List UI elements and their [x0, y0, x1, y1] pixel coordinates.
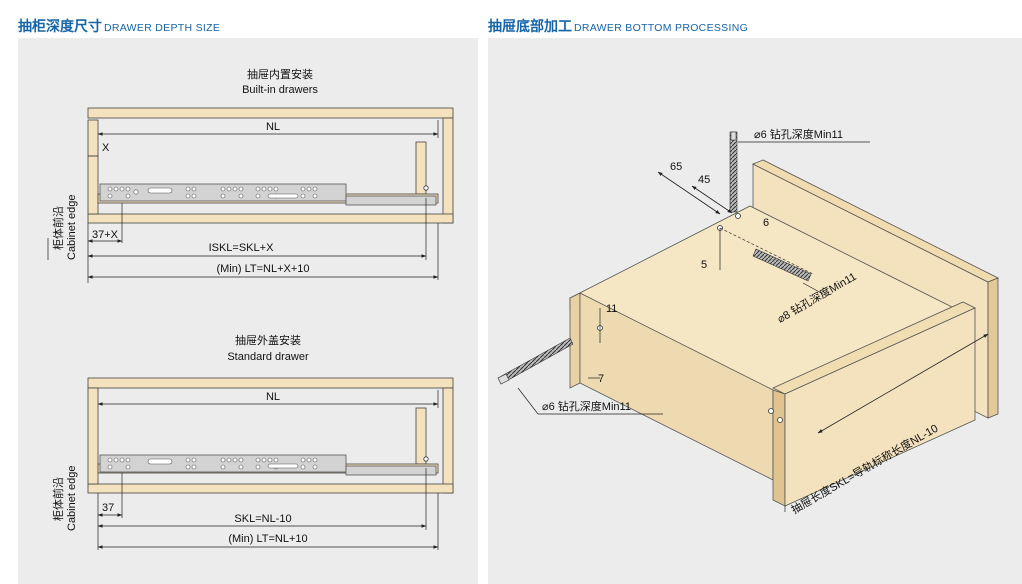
section-header-depth: 抽柜深度尺寸 DRAWER DEPTH SIZE: [18, 16, 220, 38]
section-title-cn: 抽柜深度尺寸: [18, 18, 102, 34]
cabinet-side: [87, 387, 99, 485]
standard-skl-label: SKL=NL-10: [234, 513, 291, 525]
dim-5-label: 5: [701, 259, 707, 271]
dim-45-line: [691, 185, 733, 214]
drill-holes: [597, 213, 783, 423]
standard-title-cn: 抽屉外盖安装: [235, 333, 301, 347]
section-header-bottom: 抽屉底部加工 DRAWER BOTTOM PROCESSING: [488, 16, 748, 38]
builtin-drawer-diagram: 抽屉内置安装 Built-in drawers N: [47, 67, 454, 283]
builtin-edge-cn: 柜体前沿: [51, 206, 65, 250]
standard-edge-en: Cabinet edge: [66, 466, 78, 531]
cabinet-bottom: [87, 213, 454, 224]
rail-hook: [423, 456, 429, 462]
standard-edge-cn: 柜体前沿: [51, 477, 65, 521]
rail-holes: [107, 186, 318, 199]
section-title-en: DRAWER DEPTH SIZE: [104, 22, 221, 34]
cabinet-top: [87, 377, 454, 389]
dim-65-label: 65: [670, 161, 682, 173]
drill-bits: [497, 131, 812, 385]
section-title-en: DRAWER BOTTOM PROCESSING: [574, 22, 749, 34]
standard-drawer-diagram: 抽屉外盖安装 Standard drawer NL: [51, 333, 454, 550]
dim-11-label: 11: [606, 303, 617, 315]
builtin-x-label: X: [102, 142, 110, 154]
builtin-title-cn: 抽屉内置安装: [247, 67, 313, 81]
builtin-lt-label: (Min) LT=NL+X+10: [216, 263, 309, 275]
section-title-cn: 抽屉底部加工: [488, 18, 572, 34]
builtin-offset-label: 37+X: [92, 229, 119, 241]
depth-diagram: 抽屉内置安装 Built-in drawers N: [47, 67, 454, 550]
drawer-front: [87, 119, 99, 215]
hole-left-leader: [517, 387, 539, 415]
guide-dash-line: [719, 227, 814, 275]
dim-7-label: 7: [598, 373, 604, 385]
hole-top-label: ⌀6 钻孔深度Min11: [754, 127, 843, 141]
dim-65-line: [657, 171, 721, 215]
dim-45-label: 45: [698, 174, 710, 186]
cabinet-back: [442, 387, 454, 494]
standard-lt-label: (Min) LT=NL+10: [228, 533, 307, 545]
cabinet-back: [442, 117, 454, 224]
builtin-nl-label: NL: [266, 121, 280, 133]
cabinet-bottom: [87, 483, 454, 494]
drawer-bottom-panel: 65 45 6 5 11 7 ⌀6 钻孔深度Min11 ⌀8 钻孔深度Min11…: [488, 38, 1022, 584]
standard-title-en: Standard drawer: [227, 351, 309, 363]
standard-nl-label: NL: [266, 391, 280, 403]
builtin-title-en: Built-in drawers: [242, 84, 318, 96]
rail-extension: [345, 195, 437, 206]
builtin-edge-en: Cabinet edge: [66, 195, 78, 260]
cabinet-top: [87, 107, 454, 119]
rail-extension: [345, 465, 437, 476]
dim-6-label: 6: [763, 217, 769, 229]
bottom-processing-diagram: 65 45 6 5 11 7 ⌀6 钻孔深度Min11 ⌀8 钻孔深度Min11…: [497, 127, 999, 517]
standard-offset-label: 37: [102, 502, 114, 514]
hole-mid-leader: [802, 282, 824, 295]
rail-holes: [107, 457, 318, 470]
rail-hook: [423, 185, 429, 191]
length-dim-line: [817, 333, 989, 434]
drawer-back: [415, 407, 427, 465]
slide-rail: [99, 454, 347, 473]
drawer-depth-panel: 抽屉内置安装 Built-in drawers N: [18, 38, 478, 584]
builtin-skl-label: ISKL=SKL+X: [209, 242, 274, 254]
hole-left-label: ⌀6 钻孔深度Min11: [542, 399, 631, 413]
